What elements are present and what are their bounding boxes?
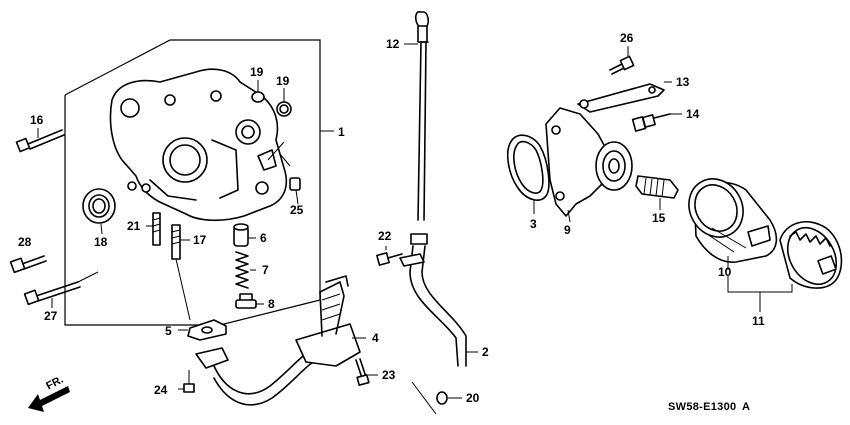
callout-11: 11 bbox=[752, 314, 765, 328]
oil-strainer bbox=[195, 275, 366, 406]
gasket bbox=[178, 319, 227, 341]
bolt-23 bbox=[355, 358, 378, 386]
dipstick-tube bbox=[399, 233, 478, 367]
callout-14: 14 bbox=[686, 107, 700, 121]
bolt-28 bbox=[9, 255, 47, 274]
callout-19a: 19 bbox=[250, 65, 264, 79]
bracket bbox=[577, 81, 672, 113]
callout-15: 15 bbox=[652, 211, 666, 225]
callout-12: 12 bbox=[386, 37, 400, 51]
oil-pump-housing bbox=[109, 68, 291, 222]
callout-22: 22 bbox=[378, 229, 392, 243]
filter-group-bracket bbox=[727, 276, 793, 312]
bolt-16 bbox=[15, 128, 65, 153]
dowel-pin bbox=[289, 177, 301, 205]
diagram-code: SW58-E1300 bbox=[668, 401, 736, 413]
oil-filter-alternate bbox=[779, 220, 843, 290]
callout-25: 25 bbox=[290, 203, 304, 217]
stud-bolt-21 bbox=[146, 212, 161, 246]
callout-7: 7 bbox=[262, 263, 269, 277]
oil-filter-base bbox=[545, 107, 633, 223]
callout-26: 26 bbox=[620, 31, 634, 45]
dipstick-o-ring bbox=[411, 381, 462, 415]
flange-nut bbox=[178, 370, 195, 393]
diagram-code-suffix: A bbox=[742, 401, 750, 413]
callout-2: 2 bbox=[482, 345, 489, 359]
callout-27: 27 bbox=[44, 309, 58, 323]
callout-4: 4 bbox=[372, 331, 379, 345]
dipstick bbox=[404, 11, 430, 221]
bolt-26 bbox=[609, 46, 635, 75]
oil-pressure-switch bbox=[631, 113, 682, 132]
sealing-bolt bbox=[235, 293, 264, 309]
callout-16: 16 bbox=[30, 113, 44, 127]
callout-21: 21 bbox=[127, 219, 141, 233]
oil-seal bbox=[82, 188, 116, 235]
bolt-27 bbox=[23, 271, 99, 308]
callout-5: 5 bbox=[165, 324, 172, 338]
callout-18: 18 bbox=[94, 235, 108, 249]
callout-17: 17 bbox=[193, 233, 207, 247]
callout-10: 10 bbox=[718, 265, 732, 279]
relief-valve bbox=[233, 223, 256, 247]
oil-filter-cartridge bbox=[688, 178, 778, 270]
callout-20: 20 bbox=[466, 391, 480, 405]
callout-13: 13 bbox=[676, 75, 690, 89]
callout-23: 23 bbox=[382, 368, 396, 382]
filter-base-gasket bbox=[506, 134, 550, 214]
callout-24: 24 bbox=[154, 383, 168, 397]
o-ring-small bbox=[251, 80, 265, 103]
o-ring-large bbox=[276, 88, 292, 117]
threaded-joint bbox=[635, 175, 679, 210]
front-direction-arrow bbox=[28, 386, 70, 412]
callout-9: 9 bbox=[564, 223, 571, 237]
stud-bolt-17 bbox=[171, 224, 191, 321]
callout-28: 28 bbox=[18, 235, 32, 249]
relief-valve-spring bbox=[235, 251, 256, 289]
callout-6: 6 bbox=[260, 231, 267, 245]
callout-1: 1 bbox=[338, 125, 345, 139]
callout-labels: 1 2 3 4 5 6 7 8 9 10 11 12 13 14 15 16 1… bbox=[18, 31, 765, 405]
bolt-22 bbox=[376, 246, 403, 266]
callout-19b: 19 bbox=[276, 74, 290, 88]
callout-3: 3 bbox=[530, 217, 537, 231]
callout-8: 8 bbox=[268, 297, 275, 311]
